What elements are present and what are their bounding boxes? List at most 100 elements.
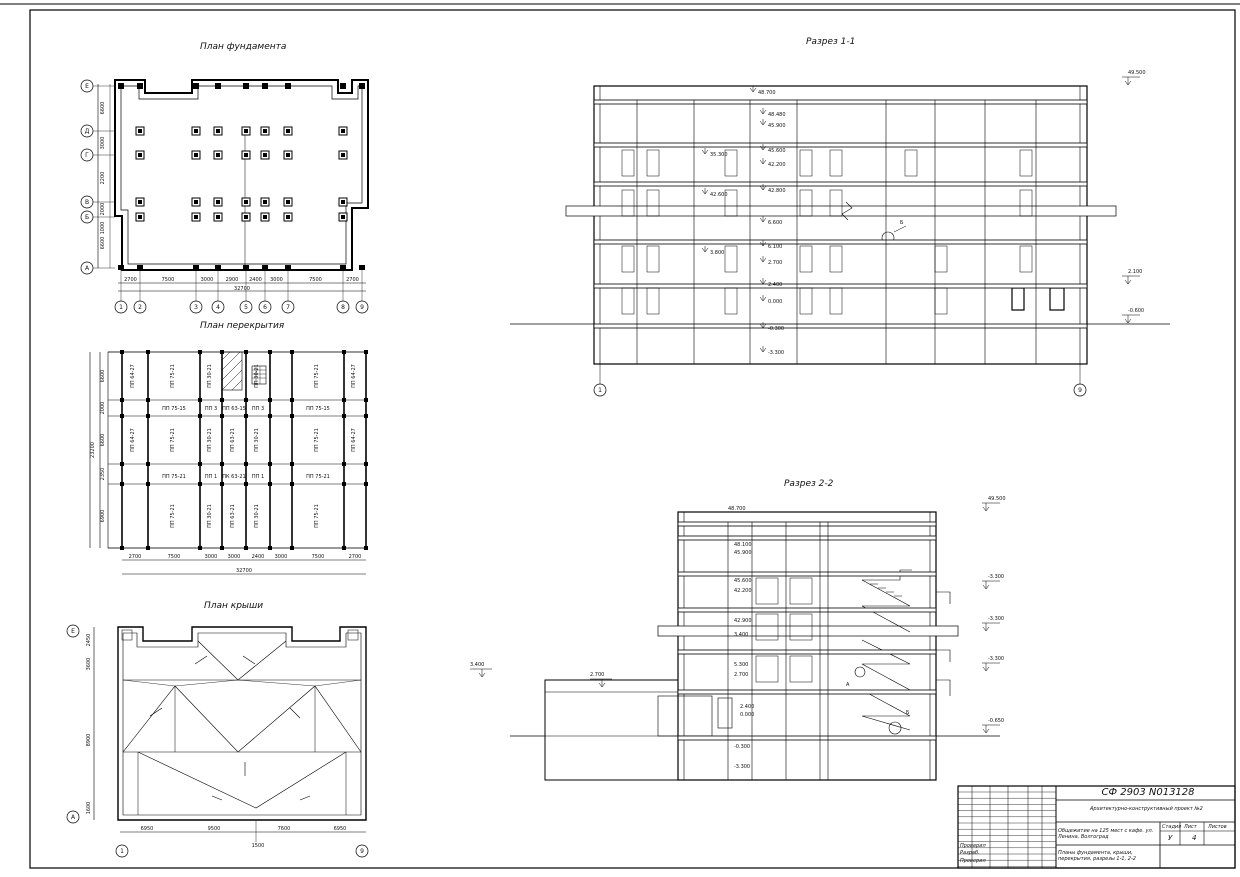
- floor-column-6-1: [290, 398, 294, 402]
- section-2-2-floors: [677, 521, 937, 780]
- foundation-row-dim-1: 3000: [100, 137, 106, 150]
- sec11-window-10: [799, 189, 813, 217]
- sec11-level-6: 35.300: [710, 152, 728, 158]
- floor-column-1-5: [146, 546, 150, 550]
- footing-core-0-2: [216, 129, 220, 133]
- floor-column-4-1: [244, 398, 248, 402]
- floor-panel-15: ПП 30-21: [254, 428, 260, 452]
- floor-column-6-5: [290, 546, 294, 550]
- edge-footing-bottom-7: [340, 265, 346, 270]
- sec22-right-level-0: 49.500: [988, 496, 1006, 502]
- floor-column-4-5: [244, 546, 248, 550]
- sec11-slab-5: [593, 323, 1088, 329]
- sec22-level-10: 0.000: [740, 712, 754, 718]
- floor-plan-title: План перекрытия: [200, 321, 285, 331]
- sec11-slab-0: [593, 99, 1088, 105]
- sheet-frame: [29, 9, 1236, 869]
- building-name: Общежитие на 125 мест с кафе. ул. Ленина…: [1058, 828, 1154, 840]
- floor-column-7-0: [342, 350, 346, 354]
- roof-col-axis-0-bubble: [115, 844, 129, 858]
- sec22-window-1: [789, 577, 813, 605]
- foundation-col-dim-2: 3000: [201, 277, 214, 283]
- sec11-right-mark-1: [1122, 275, 1140, 285]
- sec11-level-8: 6.600: [768, 220, 782, 226]
- sec11-level-3: 45.600: [768, 148, 786, 154]
- sec22-right-mark-4: [982, 724, 1000, 734]
- footing-core-2-1: [194, 200, 198, 204]
- sec22-window-3: [789, 613, 813, 641]
- floor-col-dim-0: 2700: [129, 554, 142, 560]
- sec11-level-2: 45.900: [768, 123, 786, 129]
- sec11-window-2: [724, 149, 738, 177]
- roof-row-dim-0: 2450: [86, 634, 92, 647]
- floor-panel-0: ПП 64-27: [130, 364, 136, 388]
- floor-panel-18: ПП 75-21: [162, 474, 186, 480]
- sec22-slab-0: [677, 521, 937, 527]
- roof-plan: [93, 626, 367, 842]
- floor-column-1-4: [146, 482, 150, 486]
- floor-column-1-0: [146, 350, 150, 354]
- footing-core-3-1: [194, 215, 198, 219]
- sec11-level-mark-4: [759, 158, 767, 165]
- floor-panel-7: ПП 3: [205, 406, 217, 412]
- stage-label: Стадия: [1162, 824, 1182, 830]
- sec11-level-9: 6.100: [768, 244, 782, 250]
- roof-row-axis-1-bubble: [66, 810, 80, 824]
- sec22-left-level-1: 2.700: [590, 672, 604, 678]
- floor-column-8-0: [364, 350, 368, 354]
- sec11-slab-4: [593, 283, 1088, 289]
- footing-core-0-3: [244, 129, 248, 133]
- roof-col-dim-3: 7600: [278, 826, 291, 832]
- floor-panel-21: ПП 1: [252, 474, 264, 480]
- sheet-value: 4: [1192, 834, 1197, 842]
- foundation-row-dim-0: 6600: [100, 102, 106, 115]
- floor-column-2-5: [198, 546, 202, 550]
- footing-core-0-6: [341, 129, 345, 133]
- floor-column-7-5: [342, 546, 346, 550]
- floor-column-8-1: [364, 398, 368, 402]
- sec22-right-level-3: -3.300: [988, 656, 1004, 662]
- floor-column-1-1: [146, 398, 150, 402]
- foundation-row-dim-3: 2000: [100, 203, 106, 216]
- sec11-slab-2: [593, 181, 1088, 187]
- foundation-col-dim-1: 7500: [162, 277, 175, 283]
- section-2-2-levels: 48.70048.10045.90045.60042.20042.9003.40…: [470, 496, 1006, 770]
- roof-row-dim-3: 1600: [86, 802, 92, 815]
- sec11-level-mark-11: [759, 256, 767, 263]
- sec11-level-mark-8: [759, 216, 767, 223]
- sec22-window-5: [789, 655, 813, 683]
- foundation-col-axis-7-label: 8: [341, 304, 345, 311]
- sec11-right-level-2: -0.600: [1128, 308, 1144, 314]
- sec11-level-5: 42.800: [768, 188, 786, 194]
- floor-panel-17: ПП 64-27: [351, 428, 357, 452]
- footing-core-2-3: [244, 200, 248, 204]
- sec11-window-17: [829, 245, 843, 273]
- sec11-window-9: [724, 189, 738, 217]
- sec11-level-mark-6: [701, 148, 709, 155]
- footing-core-1-0: [138, 153, 142, 157]
- floor-col-dim-7: 2700: [349, 554, 362, 560]
- title-block: [957, 785, 1236, 869]
- foundation-col-dim-6: 7500: [309, 277, 322, 283]
- sheet-label: Лист: [1184, 824, 1197, 830]
- edge-footing-bottom-3: [215, 265, 221, 270]
- floor-column-7-2: [342, 414, 346, 418]
- floor-panel-13: ПП 30-21: [207, 428, 213, 452]
- sec11-right-mark-2: [1122, 314, 1140, 324]
- foundation-col-axis-0-label: 1: [119, 304, 123, 311]
- floor-panel-10: ПП 75-15: [306, 406, 330, 412]
- foundation-col-axis-3-label: 4: [216, 304, 220, 311]
- sec11-level-mark-14: [759, 322, 767, 329]
- floor-col-dim-5: 3000: [275, 554, 288, 560]
- sec11-window-5: [904, 149, 918, 177]
- footing-core-3-3: [244, 215, 248, 219]
- foundation-row-dim-2: 2200: [100, 172, 106, 185]
- sec11-window-7: [621, 189, 635, 217]
- floor-row-dim-4: 6900: [100, 510, 106, 523]
- sec11-level-mark-12: [759, 278, 767, 285]
- sec11-level-mark-1: [759, 108, 767, 115]
- footing-core-1-3: [244, 153, 248, 157]
- footing-core-2-6: [341, 200, 345, 204]
